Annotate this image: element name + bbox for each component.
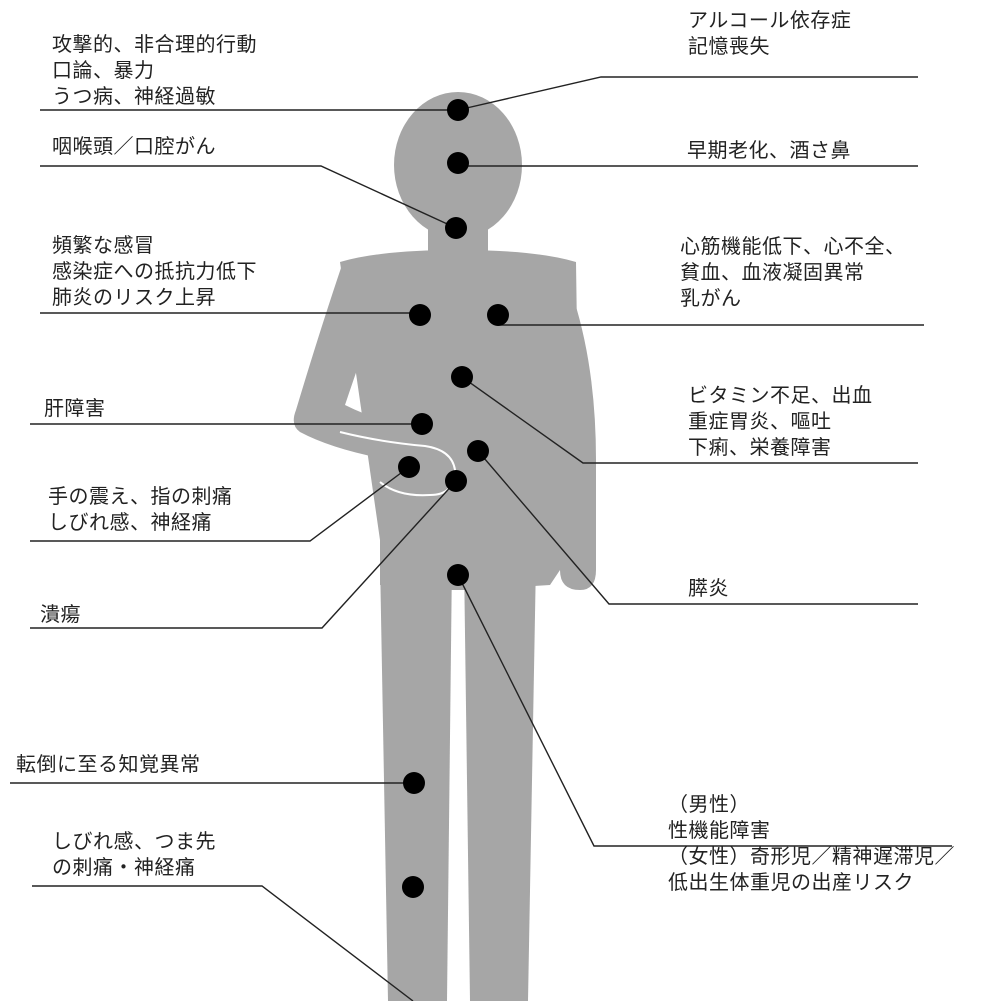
marker-reproductive xyxy=(447,564,469,586)
label-skin-effects: 早期老化、酒さ鼻 xyxy=(687,137,851,163)
label-line: 膵炎 xyxy=(688,576,729,600)
marker-stomach xyxy=(451,366,473,388)
label-throat-effects: 咽喉頭／口腔がん xyxy=(52,133,216,159)
label-line: しびれ感、つま先 xyxy=(52,829,216,853)
marker-feet xyxy=(402,876,424,898)
label-line: 転倒に至る知覚異常 xyxy=(16,752,201,776)
leader-lines xyxy=(10,76,952,1001)
leader-hands xyxy=(30,466,410,542)
marker-ulcer xyxy=(445,470,467,492)
label-line: 潰瘍 xyxy=(40,602,81,626)
label-line: 肝障害 xyxy=(44,396,106,420)
marker-skin xyxy=(447,152,469,174)
leader-throat xyxy=(40,165,457,229)
marker-pancreas xyxy=(467,440,489,462)
marker-liver xyxy=(411,413,433,435)
label-line: 乳がん xyxy=(680,286,742,310)
label-line: 貧血、血液凝固異常 xyxy=(680,260,865,284)
marker-lungs xyxy=(409,304,431,326)
right-arm xyxy=(535,260,596,590)
label-brain-effects: 攻撃的、非合理的行動 口論、暴力 うつ病、神経過敏 xyxy=(52,31,257,109)
label-fall-effects: 転倒に至る知覚異常 xyxy=(16,751,201,777)
label-line: 下痢、栄養障害 xyxy=(688,435,832,459)
marker-throat xyxy=(445,217,467,239)
label-line: の刺痛・神経痛 xyxy=(52,855,196,879)
label-line: 手の震え、指の刺痛 xyxy=(48,484,233,508)
left-arm xyxy=(293,265,405,458)
label-line: 肺炎のリスク上昇 xyxy=(52,285,216,309)
marker-heart xyxy=(487,304,509,326)
label-line: 感染症への抵抗力低下 xyxy=(52,259,257,283)
label-line: 記憶喪失 xyxy=(688,34,770,58)
leader-stomach xyxy=(461,376,918,464)
label-line: ビタミン不足、出血 xyxy=(688,383,873,407)
leader-pancreas xyxy=(477,450,918,605)
label-line: 頻繁な感冒 xyxy=(52,233,155,257)
label-line: しびれ感、神経痛 xyxy=(48,510,212,534)
label-liver-effects: 肝障害 xyxy=(44,395,106,421)
label-feet-effects: しびれ感、つま先 の刺痛・神経痛 xyxy=(52,828,216,880)
label-line: アルコール依存症 xyxy=(688,8,852,32)
label-pancreas-effects: 膵炎 xyxy=(688,575,729,601)
label-reproductive-effects: （男性） 性機能障害 （女性）奇形児／精神遅滞児／ 低出生体重児の出産リスク xyxy=(668,791,955,895)
label-line: 早期老化、酒さ鼻 xyxy=(687,138,851,162)
label-line: 攻撃的、非合理的行動 xyxy=(52,32,257,56)
label-ulcer-effects: 潰瘍 xyxy=(40,601,81,627)
label-line: 低出生体重児の出産リスク xyxy=(668,870,914,894)
leader-reproductive xyxy=(457,574,952,847)
body-silhouette xyxy=(293,92,596,1001)
label-line: （女性）奇形児／精神遅滞児／ xyxy=(668,844,955,868)
marker-hands xyxy=(398,456,420,478)
label-line: うつ病、神経過敏 xyxy=(52,84,216,108)
leader-memory xyxy=(457,76,918,111)
leader-ulcer xyxy=(30,480,457,629)
label-line: （男性） xyxy=(668,792,750,816)
label-line: 口論、暴力 xyxy=(52,58,155,82)
markers xyxy=(398,99,509,898)
hand-outline xyxy=(339,431,457,497)
label-line: 咽喉頭／口腔がん xyxy=(52,134,216,158)
label-line: 重症胃炎、嘔吐 xyxy=(688,409,832,433)
torso xyxy=(340,250,580,590)
label-lung-effects: 頻繁な感冒 感染症への抵抗力低下 肺炎のリスク上昇 xyxy=(52,232,257,310)
right-leg xyxy=(464,560,536,1001)
marker-falls xyxy=(403,772,425,794)
label-heart-effects: 心筋機能低下、心不全、 貧血、血液凝固異常 乳がん xyxy=(680,233,906,311)
label-stomach-effects: ビタミン不足、出血 重症胃炎、嘔吐 下痢、栄養障害 xyxy=(688,382,873,460)
marker-brain xyxy=(447,99,469,121)
label-line: 性機能障害 xyxy=(668,818,771,842)
label-line: 心筋機能低下、心不全、 xyxy=(680,234,906,258)
leader-feet xyxy=(32,885,414,1001)
label-hand-effects: 手の震え、指の刺痛 しびれ感、神経痛 xyxy=(48,483,233,535)
label-memory-effects: アルコール依存症 記憶喪失 xyxy=(688,7,851,59)
